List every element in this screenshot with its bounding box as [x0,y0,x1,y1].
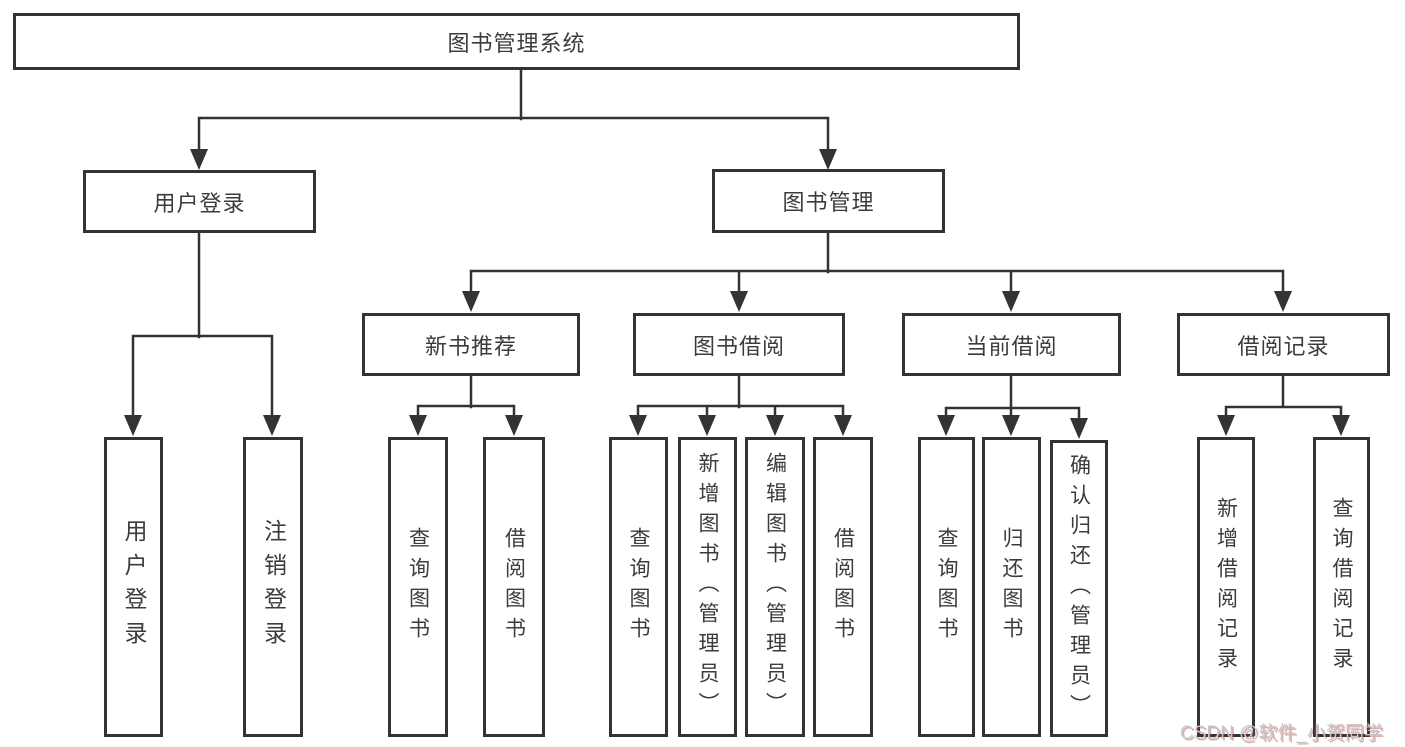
node-recommend-borrow-books: 借阅图书 [483,437,545,737]
watermark: CSDN @软件_小贺同学 [1180,723,1383,744]
node-records-query-record: 查询借阅记录 [1313,437,1370,737]
node-label: 图书管理 [782,190,875,215]
node-label: 查询图书 [627,527,650,647]
node-label: 查询图书 [935,527,958,647]
node-label: 借阅记录 [1237,333,1330,359]
node-borrowing-edit-books-admin: 编辑图书（管理员） [745,437,805,737]
node-current-query-books: 查询图书 [918,437,975,737]
node-label: 查询图书 [406,527,430,647]
node-book-management: 图书管理 [712,169,945,233]
node-label: 用户登录 [153,190,246,216]
node-label: 新增图书（管理员） [696,452,719,722]
node-current-borrowing: 当前借阅 [902,313,1121,376]
node-label: 图书借阅 [692,333,785,359]
node-records-add-record: 新增借阅记录 [1197,437,1255,737]
node-user-login: 用户登录 [104,437,163,737]
node-borrowing-borrow-books: 借阅图书 [813,437,873,737]
node-label: 图书管理系统 [447,30,586,56]
node-label: 借阅图书 [502,527,526,647]
node-label: 新增借阅记录 [1214,497,1238,677]
node-label: 注销登录 [260,519,287,655]
node-borrowing-records: 借阅记录 [1177,313,1390,376]
node-label: 归还图书 [1000,527,1023,647]
node-label: 确认归还（管理员） [1067,453,1091,724]
node-current-confirm-return-admin: 确认归还（管理员） [1050,440,1108,737]
node-borrowing-add-books-admin: 新增图书（管理员） [678,437,737,737]
node-label: 当前借阅 [965,333,1058,359]
node-new-book-recommend: 新书推荐 [362,313,580,376]
node-borrowing-query-books: 查询图书 [609,437,668,737]
node-label: 借阅图书 [831,527,855,647]
node-label: 查询借阅记录 [1330,497,1353,677]
node-recommend-query-books: 查询图书 [388,437,448,737]
node-book-borrowing: 图书借阅 [633,313,845,376]
node-user-login-branch: 用户登录 [83,170,316,233]
node-logout: 注销登录 [243,437,303,737]
node-label: 编辑图书（管理员） [763,452,787,722]
node-label: 新书推荐 [424,333,517,359]
node-library-system: 图书管理系统 [13,13,1020,70]
node-label: 用户登录 [121,519,147,655]
node-current-return-books: 归还图书 [982,437,1041,737]
